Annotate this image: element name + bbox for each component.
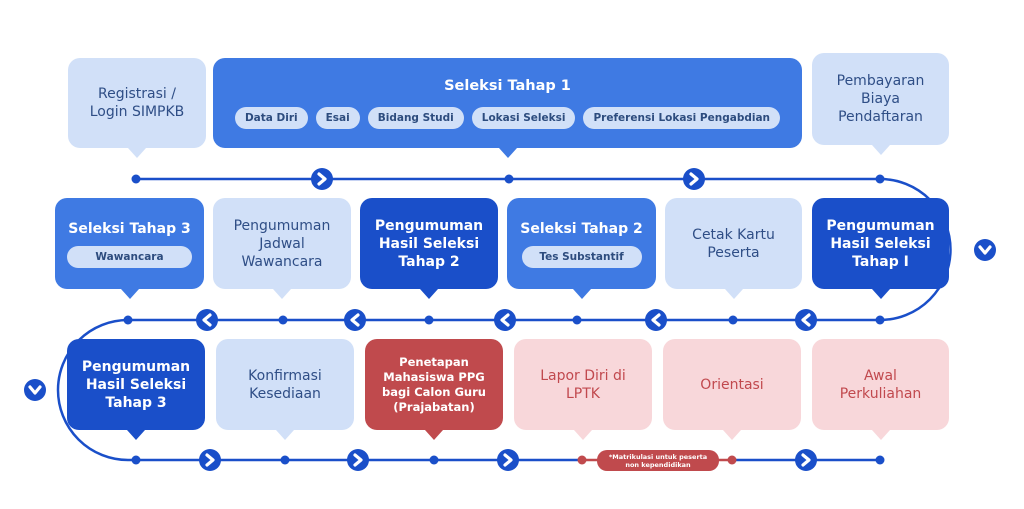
track-dot — [728, 315, 738, 325]
chevron-left-icon — [196, 309, 218, 331]
step-label: Pengumuman Hasil Seleksi Tahap I — [826, 217, 935, 270]
step-label: Pengumuman Hasil Seleksi Tahap 2 — [374, 217, 484, 270]
step-seleksi-tahap-1: Seleksi Tahap 1 Data Diri Esai Bidang St… — [213, 58, 802, 158]
track-dot — [572, 315, 582, 325]
chevron-right-icon — [683, 168, 705, 190]
chevron-right-icon — [347, 449, 369, 471]
pill-preferensi-lokasi: Preferensi Lokasi Pengabdian — [583, 107, 781, 129]
track-dot — [280, 455, 290, 465]
step-penetapan-mahasiswa: Penetapan Mahasiswa PPG bagi Calon Guru … — [365, 339, 503, 440]
step-lapor-diri: Lapor Diri di LPTK — [514, 339, 652, 440]
track-dot — [131, 174, 141, 184]
step-pengumuman-hasil-tahap-2: Pengumuman Hasil Seleksi Tahap 2 — [360, 198, 498, 299]
track-dot — [131, 455, 141, 465]
pill-lokasi-seleksi: Lokasi Seleksi — [471, 107, 576, 129]
step-pengumuman-jadwal-wawancara: Pengumuman Jadwal Wawancara — [213, 198, 351, 299]
track-line-row2 — [56, 318, 880, 462]
pointer — [273, 289, 291, 299]
step-label: Pengumuman Jadwal Wawancara — [233, 217, 331, 270]
step-cetak-kartu: Cetak Kartu Peserta — [665, 198, 802, 299]
track-dot — [278, 315, 288, 325]
pointer — [420, 289, 438, 299]
pill-tes-substantif: Tes Substantif — [521, 245, 642, 268]
step-label: Seleksi Tahap 2 — [520, 220, 643, 237]
step-konfirmasi-kesediaan: Konfirmasi Kesediaan — [216, 339, 354, 440]
track-dot — [504, 174, 514, 184]
chevron-down-icon — [24, 379, 46, 401]
step-label: Lapor Diri di LPTK — [540, 367, 626, 402]
pointer — [127, 430, 145, 440]
track-dot — [123, 315, 133, 325]
chevron-down-icon — [974, 239, 996, 261]
chevron-right-icon — [199, 449, 221, 471]
step-label: Pengumuman Hasil Seleksi Tahap 3 — [81, 358, 191, 411]
pill-bidang-studi: Bidang Studi — [367, 107, 464, 129]
pointer — [574, 430, 592, 440]
track-dot — [424, 315, 434, 325]
pill-esai: Esai — [315, 107, 360, 129]
step-pengumuman-hasil-tahap-3: Pengumuman Hasil Seleksi Tahap 3 — [67, 339, 205, 440]
step-pembayaran: Pembayaran Biaya Pendaftaran — [812, 53, 949, 155]
pill-data-diri: Data Diri — [234, 107, 308, 129]
pointer — [871, 289, 890, 299]
step-label: Cetak Kartu Peserta — [692, 226, 775, 261]
track-dot — [875, 455, 885, 465]
chevron-right-icon — [311, 168, 333, 190]
chevron-left-icon — [344, 309, 366, 331]
step-awal-perkuliahan: Awal Perkuliahan — [812, 339, 949, 440]
step-label: Registrasi / Login SIMPKB — [89, 86, 185, 120]
track-dot — [727, 455, 737, 465]
pointer — [498, 148, 517, 158]
track-dot — [577, 455, 587, 465]
step-registrasi: Registrasi / Login SIMPKB — [68, 58, 206, 158]
pointer — [128, 148, 146, 158]
matrikulasi-note: *Matrikulasi untuk peserta non kependidi… — [597, 450, 719, 471]
pointer — [120, 289, 139, 299]
pointer — [871, 145, 890, 155]
step-label: Seleksi Tahap 3 — [68, 220, 191, 237]
step-label: Pembayaran Biaya Pendaftaran — [836, 73, 925, 125]
step-label: Orientasi — [700, 376, 764, 393]
chevron-left-icon — [645, 309, 667, 331]
track-dot — [875, 174, 885, 184]
track-dot — [429, 455, 439, 465]
track-dot — [875, 315, 885, 325]
step-label: Awal Perkuliahan — [839, 367, 922, 402]
chevron-left-icon — [795, 309, 817, 331]
step-pengumuman-hasil-tahap-1: Pengumuman Hasil Seleksi Tahap I — [812, 198, 949, 299]
step-seleksi-tahap-2: Seleksi Tahap 2 Tes Substantif — [507, 198, 656, 299]
step-orientasi: Orientasi — [663, 339, 801, 440]
step-label: Penetapan Mahasiswa PPG bagi Calon Guru … — [382, 354, 486, 414]
pointer — [276, 430, 294, 440]
pointer — [425, 430, 443, 440]
pointer — [723, 430, 741, 440]
step-label: Seleksi Tahap 1 — [444, 78, 571, 94]
pointer — [724, 289, 743, 299]
track-line-row1 — [136, 177, 952, 322]
pointer — [572, 289, 591, 299]
step-label: Konfirmasi Kesediaan — [248, 367, 322, 402]
step-seleksi-tahap-3: Seleksi Tahap 3 Wawancara — [55, 198, 204, 299]
chevron-right-icon — [795, 449, 817, 471]
chevron-right-icon — [497, 449, 519, 471]
chevron-left-icon — [494, 309, 516, 331]
pill-wawancara: Wawancara — [67, 245, 192, 268]
pointer — [871, 430, 890, 440]
